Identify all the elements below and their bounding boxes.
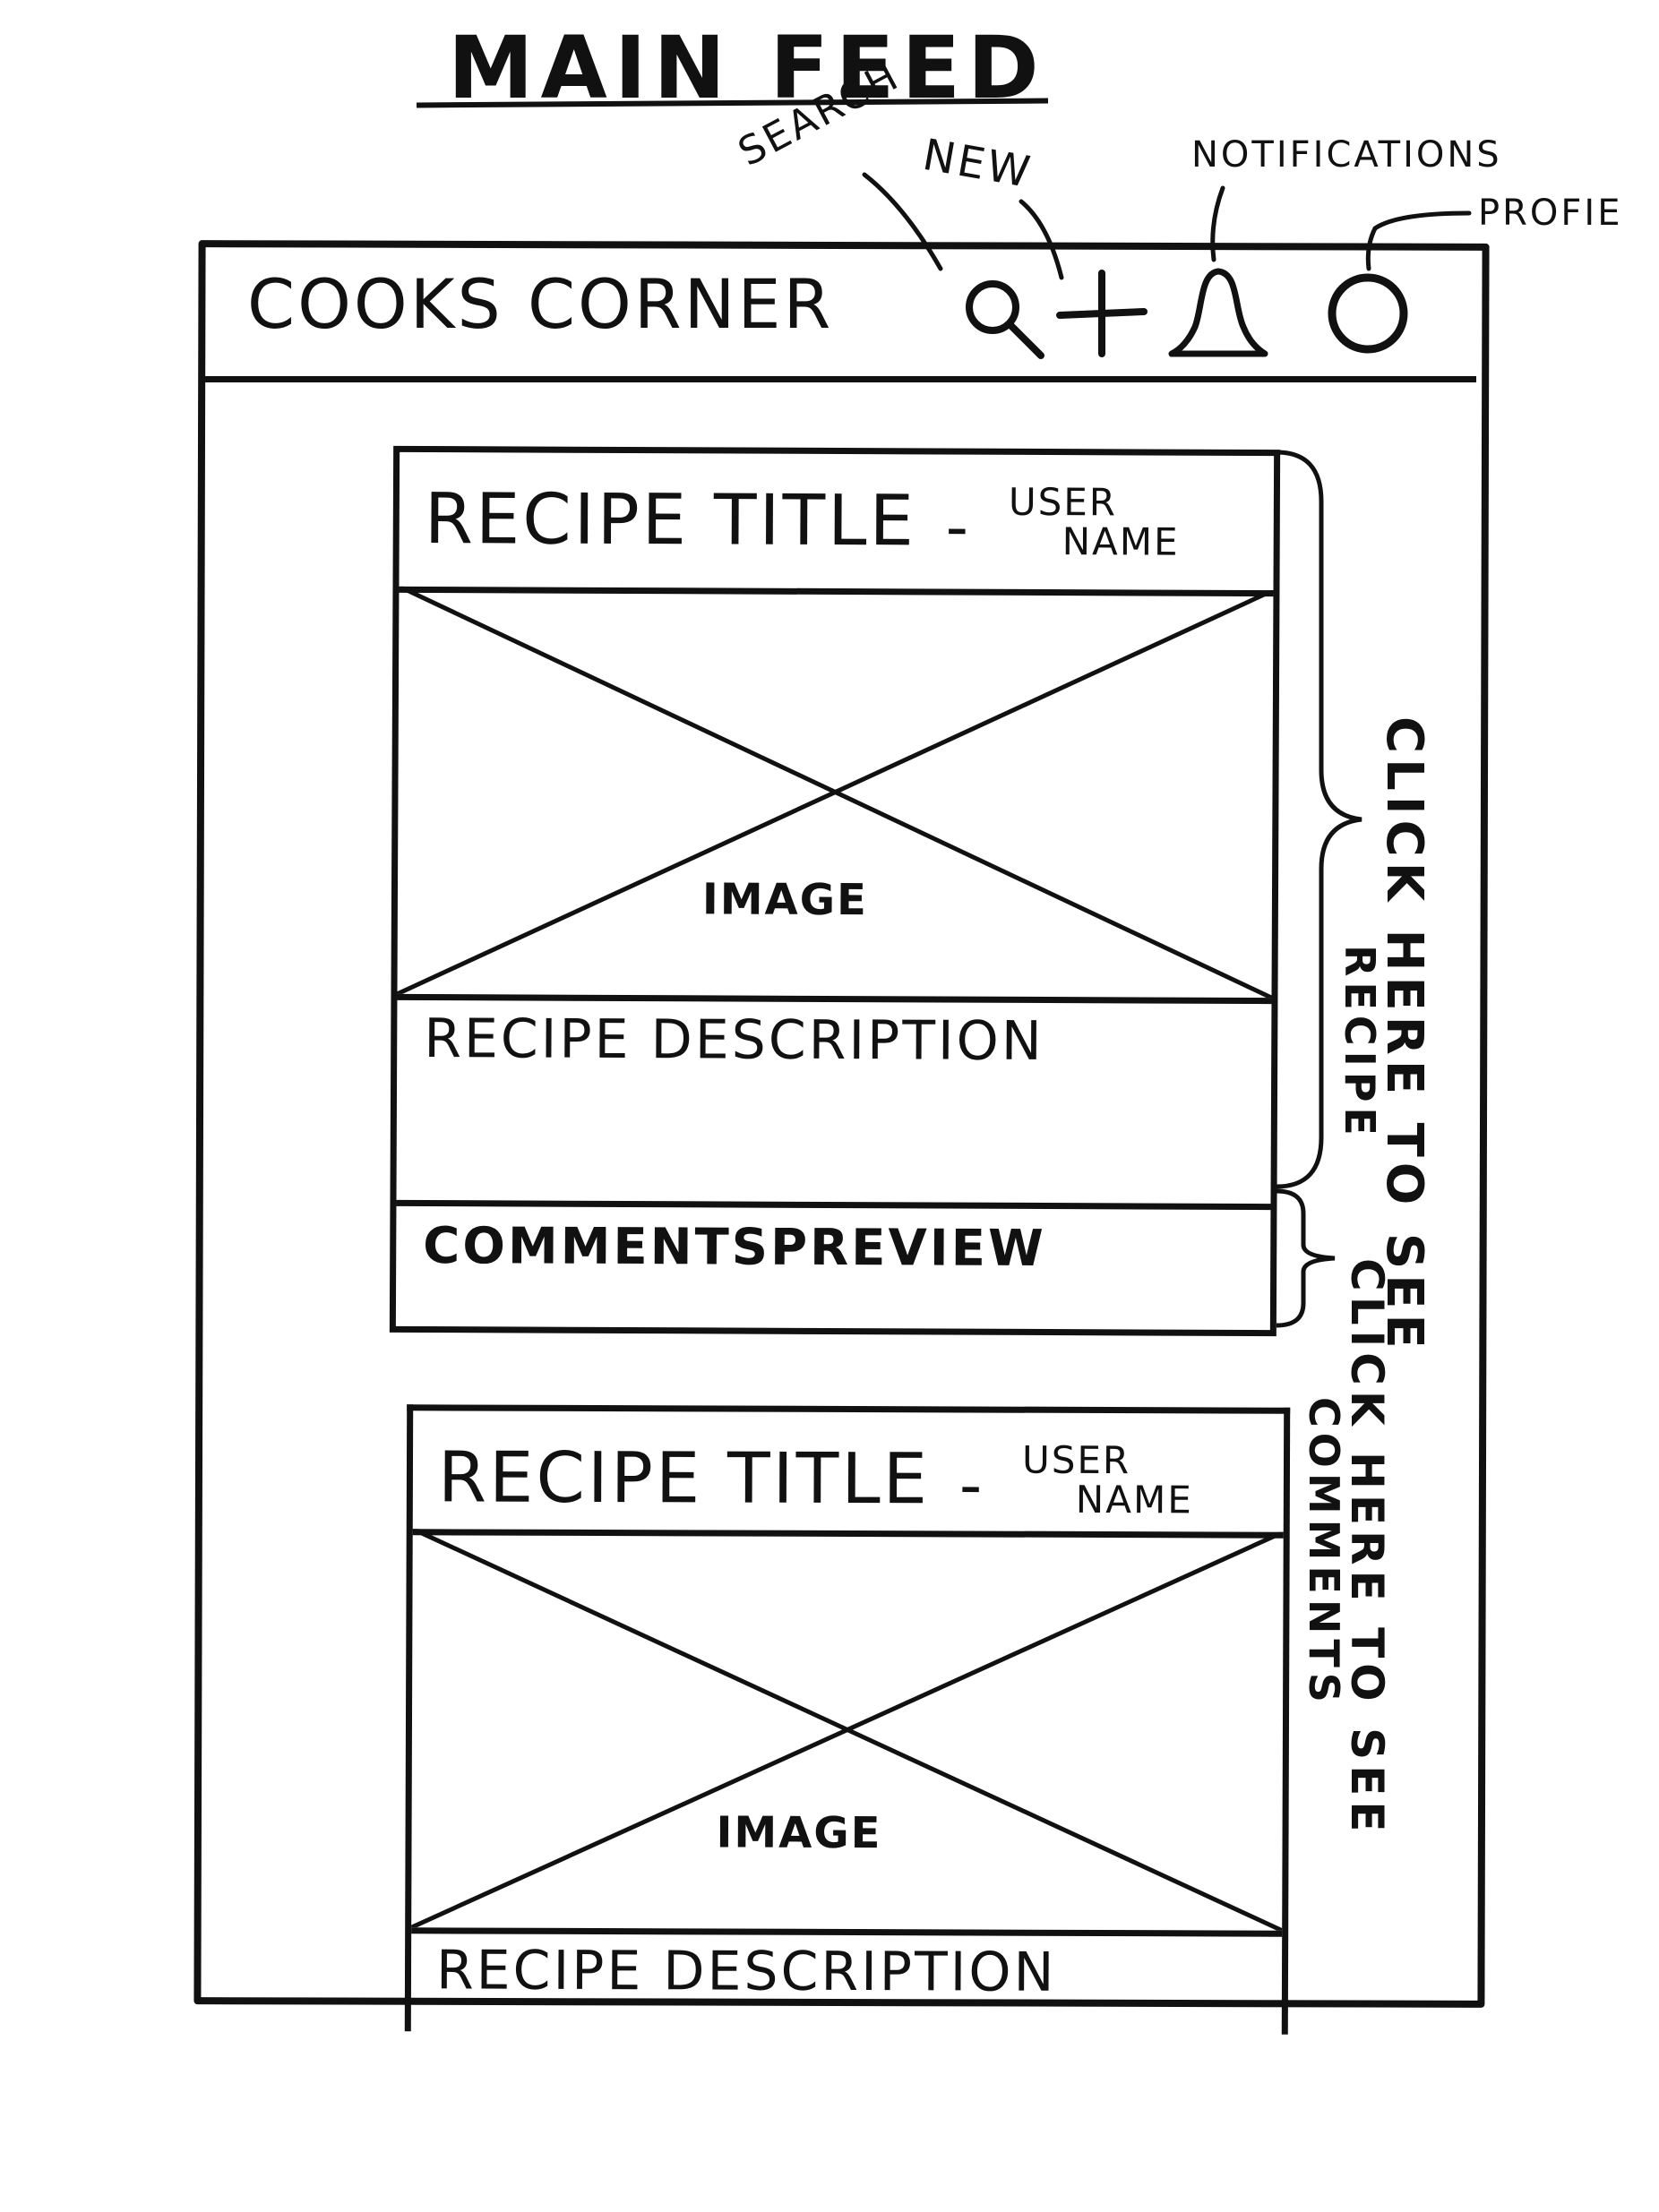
profile-icon[interactable] <box>1321 264 1415 358</box>
recipe-image-placeholder[interactable]: Image <box>397 586 1274 1005</box>
search-icon[interactable] <box>958 273 1048 363</box>
user-name-line-1[interactable]: User <box>1008 479 1118 525</box>
app-title: Cooks Corner <box>247 264 834 344</box>
title-separator: - <box>945 490 971 564</box>
image-placeholder-cross <box>397 586 1274 999</box>
annotation-profile: Profie <box>1478 193 1623 234</box>
recipe-title[interactable]: Recipe Title <box>424 478 917 562</box>
recipe-card[interactable]: Recipe Title - User Name Image Recipe De… <box>389 445 1281 1337</box>
comments-brace <box>1272 1187 1344 1330</box>
image-placeholder-cross <box>411 1529 1284 1931</box>
annotation-leaders <box>862 172 1472 280</box>
bell-icon[interactable] <box>1165 264 1272 363</box>
recipe-brace <box>1272 448 1371 1191</box>
recipe-description[interactable]: Recipe Description <box>424 1007 1044 1074</box>
annotation-notifications: Notifications <box>1191 134 1502 176</box>
recipe-card[interactable]: Recipe Title - User Name Image Recipe De… <box>404 1404 1291 2035</box>
comments-preview[interactable]: CommentsPreview <box>395 1199 1271 1331</box>
see-recipe-line-2: recipe <box>1336 945 1384 1141</box>
recipe-card-header[interactable]: Recipe Title - User Name <box>399 451 1275 597</box>
image-label: Image <box>716 1807 882 1859</box>
recipe-title[interactable]: Recipe Title <box>437 1437 931 1521</box>
header-divider <box>204 376 1476 382</box>
recipe-description[interactable]: Recipe Description <box>435 1939 1057 2004</box>
plus-icon[interactable] <box>1053 269 1151 358</box>
recipe-card-header[interactable]: Recipe Title - User Name <box>412 1410 1285 1539</box>
see-comments-line-2: comments <box>1300 1397 1348 1708</box>
user-name-line-1[interactable]: User <box>1021 1437 1131 1483</box>
comments-preview-label[interactable]: CommentsPreview <box>423 1216 1046 1279</box>
recipe-image-placeholder[interactable]: Image <box>411 1529 1284 1937</box>
user-name-line-2[interactable]: Name <box>1075 1477 1193 1522</box>
title-separator: - <box>958 1448 984 1522</box>
see-comments-line-1: Click here to see <box>1341 1258 1393 1838</box>
image-label: Image <box>701 874 869 926</box>
user-name-line-2[interactable]: Name <box>1062 519 1180 564</box>
